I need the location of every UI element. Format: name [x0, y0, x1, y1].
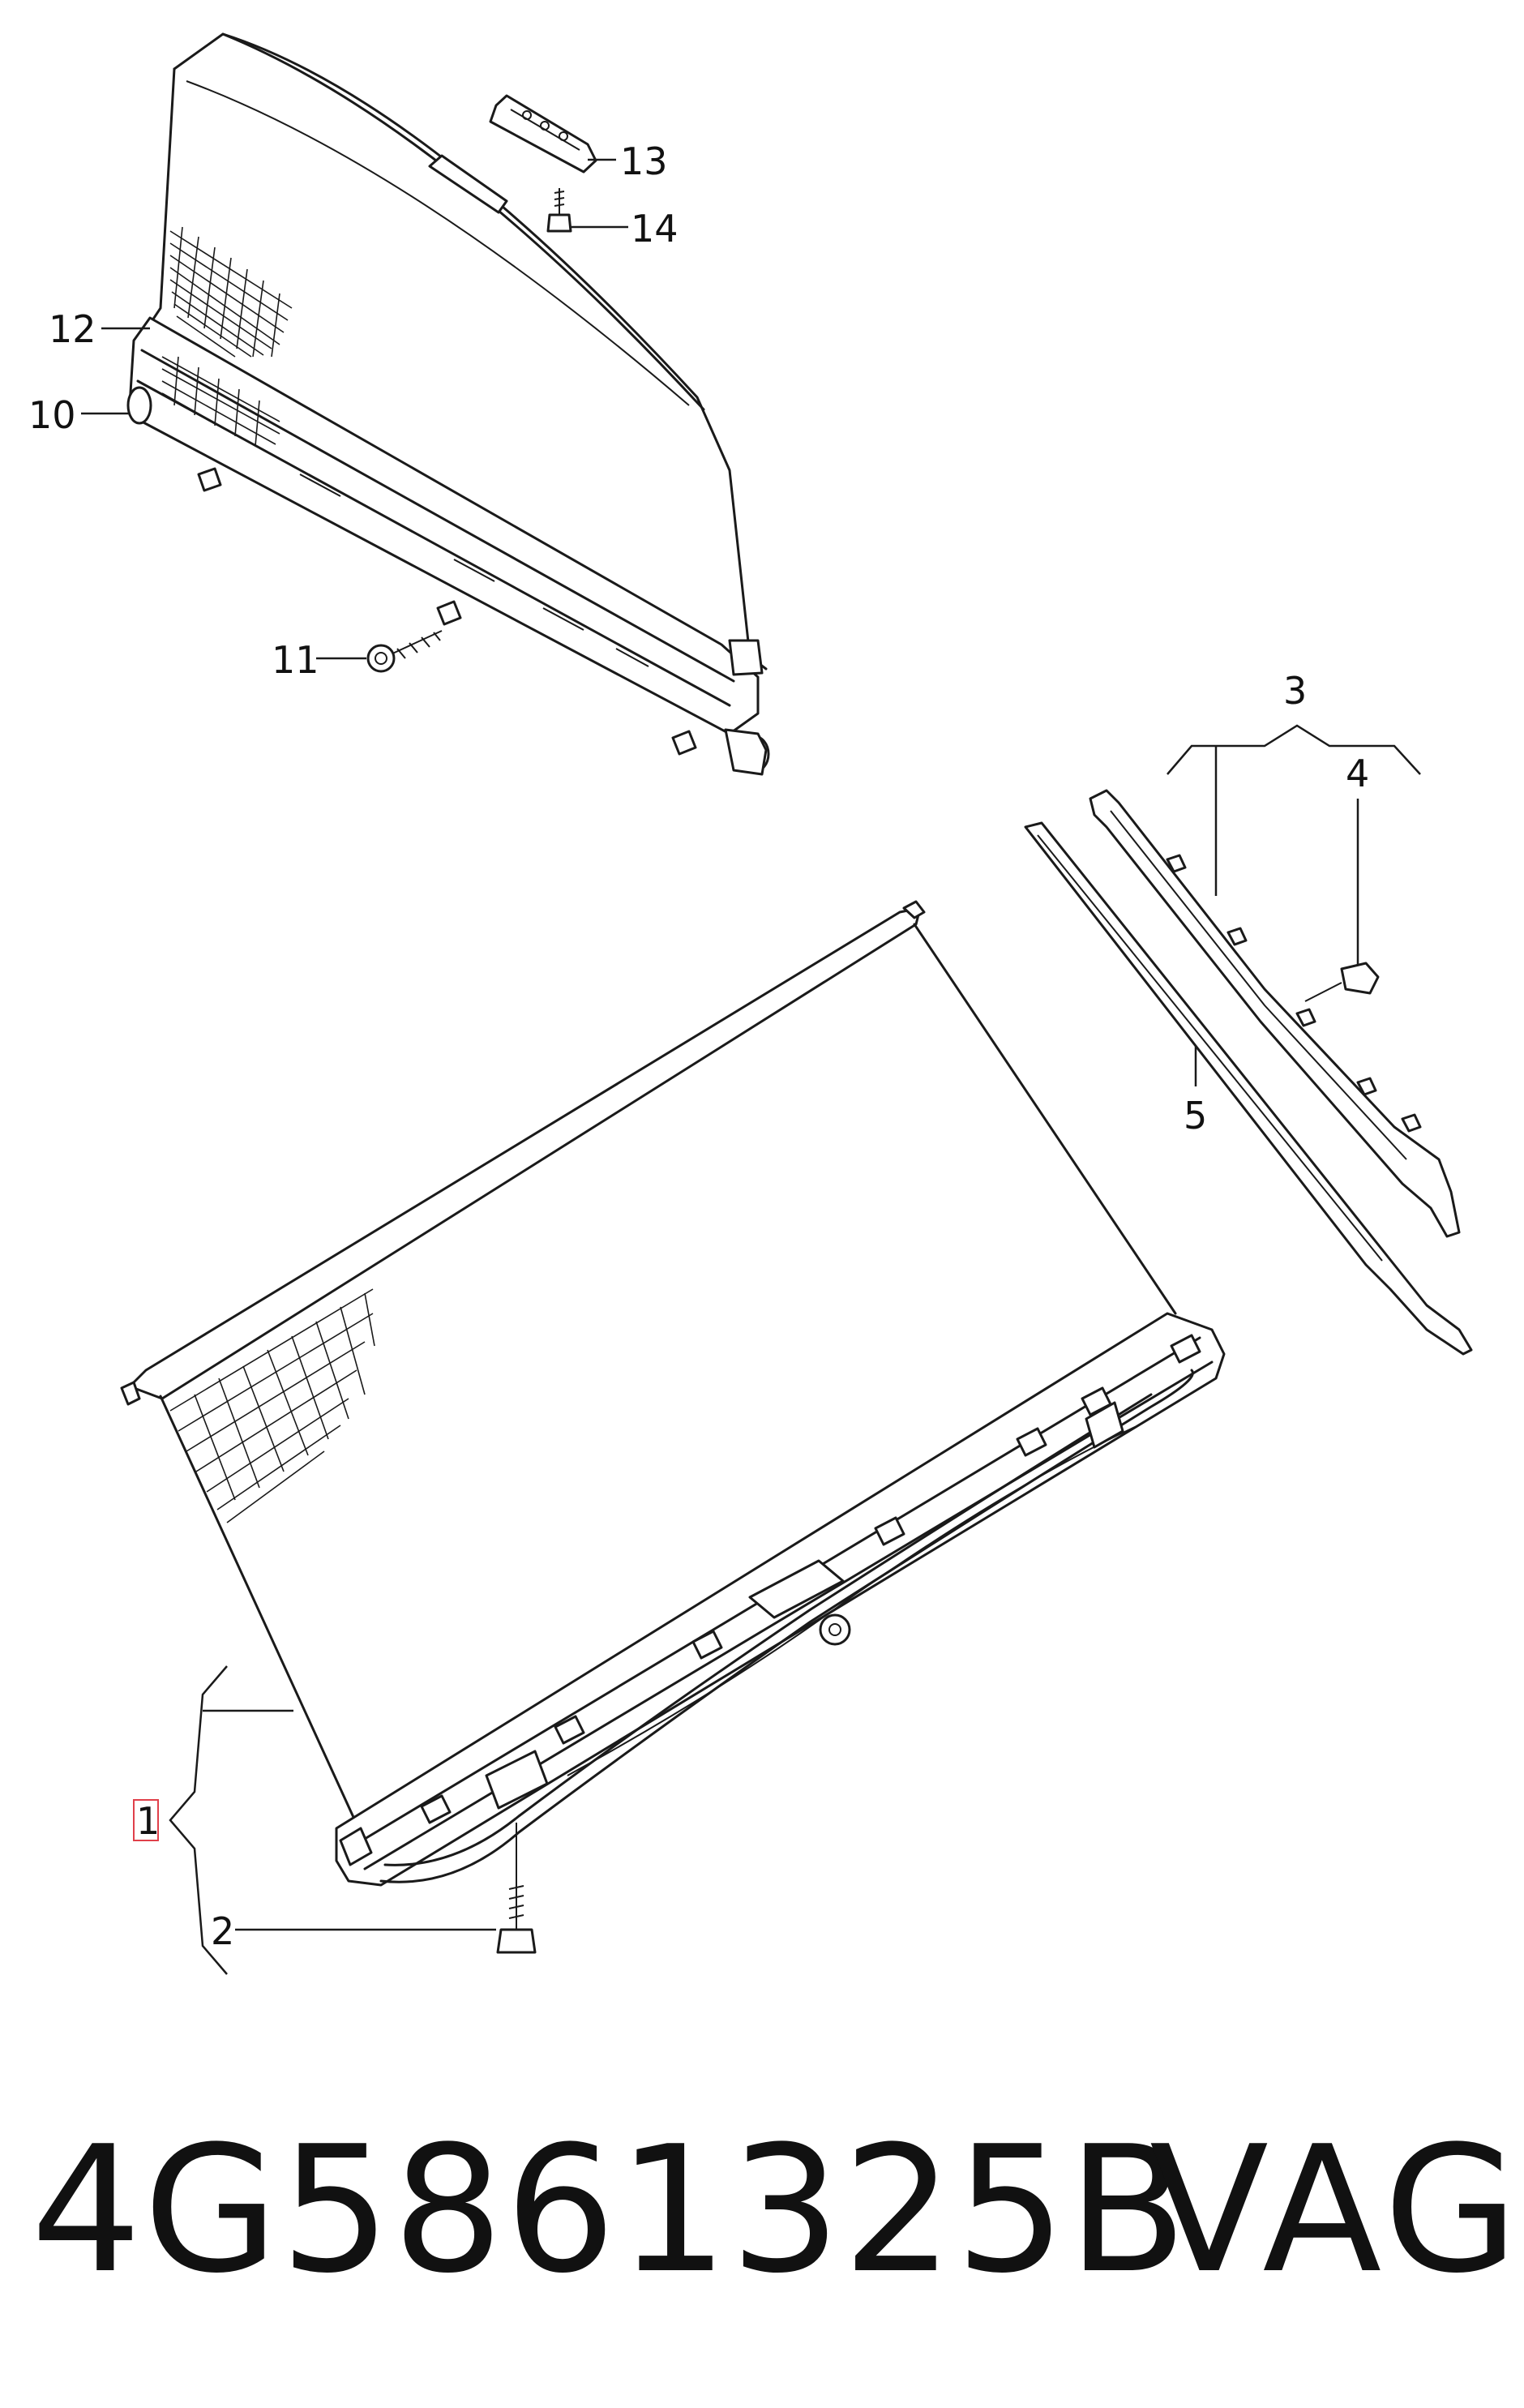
mesh-main — [169, 1288, 375, 1523]
part-11-screw — [366, 630, 443, 673]
callout-5: 5 — [1184, 1094, 1207, 1138]
callout-10: 10 — [28, 393, 76, 437]
callout-11: 11 — [272, 638, 319, 682]
callout-1[interactable]: 1 — [136, 1799, 160, 1843]
brand-text: VAG — [1149, 2108, 1523, 2312]
bracket-1 — [169, 1665, 228, 1975]
callout-14: 14 — [631, 207, 679, 251]
leader-lines — [81, 158, 1421, 1975]
callout-13: 13 — [620, 139, 668, 183]
callout-3: 3 — [1283, 669, 1307, 713]
callout-4: 4 — [1346, 752, 1369, 795]
part-14-screw — [546, 188, 572, 233]
callout-2: 2 — [211, 1909, 234, 1953]
callout-1-highlight — [133, 1799, 159, 1841]
bracket-3 — [1167, 724, 1421, 775]
mesh-upper — [169, 226, 293, 358]
main-net-assembly — [120, 900, 1226, 1954]
trim-strip-assembly — [1024, 789, 1473, 1356]
part-number-text: 4G5861325B — [31, 2108, 1188, 2312]
mesh-lower — [161, 356, 280, 453]
callout-12: 12 — [49, 307, 96, 351]
part-2-screw — [496, 1823, 537, 1954]
top-net-assembly — [126, 32, 770, 776]
part-13-catch — [489, 94, 597, 174]
callout-labels: 13 14 12 10 11 3 4 5 1 2 — [28, 139, 1369, 1953]
